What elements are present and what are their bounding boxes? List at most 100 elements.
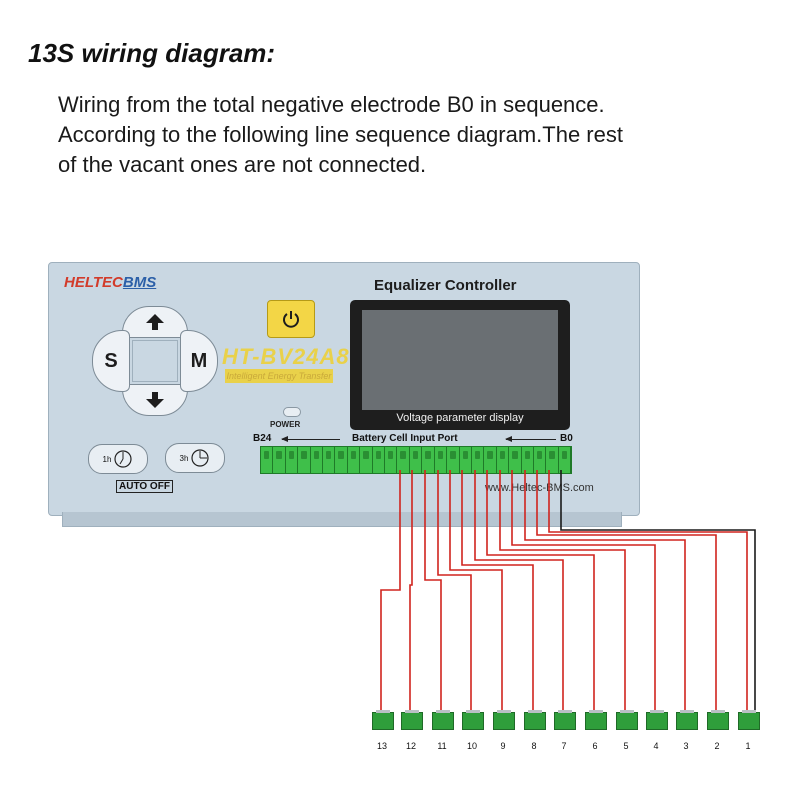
battery-cell <box>738 710 760 730</box>
arrow-left-icon <box>505 436 556 442</box>
wire <box>409 470 413 712</box>
terminal-pin <box>273 447 286 473</box>
cell-number: 6 <box>592 741 598 751</box>
timer-3h-button[interactable]: 3h <box>165 443 225 473</box>
wire <box>560 470 756 712</box>
cell-number: 4 <box>653 741 659 751</box>
port-end-label: B0 <box>560 433 573 444</box>
brand-name: HELTEC <box>64 274 123 291</box>
battery-cell <box>462 710 484 730</box>
terminal-pin <box>385 447 398 473</box>
wire <box>474 470 564 712</box>
terminal-pin <box>286 447 299 473</box>
power-button[interactable] <box>267 300 315 338</box>
terminal-pin <box>348 447 361 473</box>
cell-number: 1 <box>745 741 751 751</box>
power-led <box>283 407 301 417</box>
battery-cell <box>554 710 576 730</box>
terminal-pin <box>497 447 510 473</box>
battery-cell <box>493 710 515 730</box>
page-heading: 13S wiring diagram: <box>28 38 276 68</box>
terminal-pin <box>298 447 311 473</box>
terminal-pin <box>335 447 348 473</box>
wire <box>511 470 656 712</box>
clock-icon <box>191 449 210 467</box>
wire <box>499 470 626 712</box>
terminal-pin <box>435 447 448 473</box>
cell-number: 11 <box>437 741 447 751</box>
model-subtitle: Intelligent Energy Transfer <box>225 369 333 383</box>
lcd-display-area <box>362 310 558 410</box>
wire <box>449 470 503 712</box>
terminal-pin <box>422 447 435 473</box>
wire <box>486 470 595 712</box>
description-line: of the vacant ones are not connected. <box>58 152 427 177</box>
brand-suffix: BMS <box>122 274 157 291</box>
device-base <box>62 512 622 527</box>
terminal-pin <box>460 447 472 473</box>
terminal-pin <box>546 447 559 473</box>
cell-number: 5 <box>623 741 629 751</box>
dpad-center <box>132 340 178 382</box>
cell-number: 8 <box>531 741 537 751</box>
power-icon <box>283 311 299 328</box>
battery-cell <box>616 710 638 730</box>
battery-cell <box>676 710 698 730</box>
battery-cell <box>646 710 668 730</box>
description-line: According to the following line sequence… <box>58 122 623 147</box>
terminal-pin <box>509 447 522 473</box>
terminal-pin <box>484 447 497 473</box>
brand-logo: HELTECBMS <box>64 274 156 291</box>
power-label: POWER <box>270 420 301 429</box>
terminal-pin <box>373 447 386 473</box>
model-name: HT-BV24A8 <box>222 344 350 369</box>
battery-cell <box>401 710 423 730</box>
device-title: Equalizer Controller <box>374 277 517 294</box>
description: Wiring from the total negative electrode… <box>58 90 758 180</box>
cell-number: 10 <box>466 741 477 751</box>
cell-number: 3 <box>683 741 689 751</box>
battery-cell <box>432 710 454 730</box>
cell-number: 9 <box>500 741 506 751</box>
arrow-left-icon <box>281 436 340 442</box>
battery-cell <box>524 710 546 730</box>
terminal-pin <box>410 447 423 473</box>
timer-3h-label: 3h <box>179 453 189 463</box>
description-line: Wiring from the total negative electrode… <box>58 92 605 117</box>
battery-cell <box>707 710 729 730</box>
terminal-pin <box>323 447 336 473</box>
screen-caption: Voltage parameter display <box>396 412 524 424</box>
up-button[interactable] <box>122 306 188 338</box>
cell-number: 13 <box>376 741 387 751</box>
terminal-pin <box>397 447 410 473</box>
terminal-pin <box>534 447 547 473</box>
terminal-pin <box>447 447 460 473</box>
battery-cell <box>585 710 607 730</box>
terminal-pin <box>261 447 274 473</box>
lcd-screen: Voltage parameter display <box>350 300 570 430</box>
terminal-pin <box>472 447 485 473</box>
wire <box>524 470 686 712</box>
terminal-pin <box>559 447 572 473</box>
clock-icon <box>114 450 133 468</box>
terminal-pin <box>311 447 324 473</box>
down-arrow-icon <box>146 392 164 408</box>
port-label: Battery Cell Input Port <box>352 433 458 444</box>
timer-1h-button[interactable]: 1h <box>88 444 148 474</box>
auto-off-label: AUTO OFF <box>116 480 173 493</box>
wire <box>536 470 717 712</box>
terminal-pin <box>522 447 534 473</box>
cell-number: 12 <box>405 741 416 751</box>
wire <box>437 470 472 712</box>
port-start-label: B24 <box>253 433 272 444</box>
timer-1h-label: 1h <box>102 454 112 464</box>
terminal-pin <box>360 447 373 473</box>
wire <box>424 470 442 712</box>
up-arrow-icon <box>146 314 164 330</box>
cell-number: 7 <box>561 741 567 751</box>
terminal-block <box>260 446 572 474</box>
wire <box>548 470 748 712</box>
wire <box>461 470 534 712</box>
dpad: S M <box>92 306 218 416</box>
